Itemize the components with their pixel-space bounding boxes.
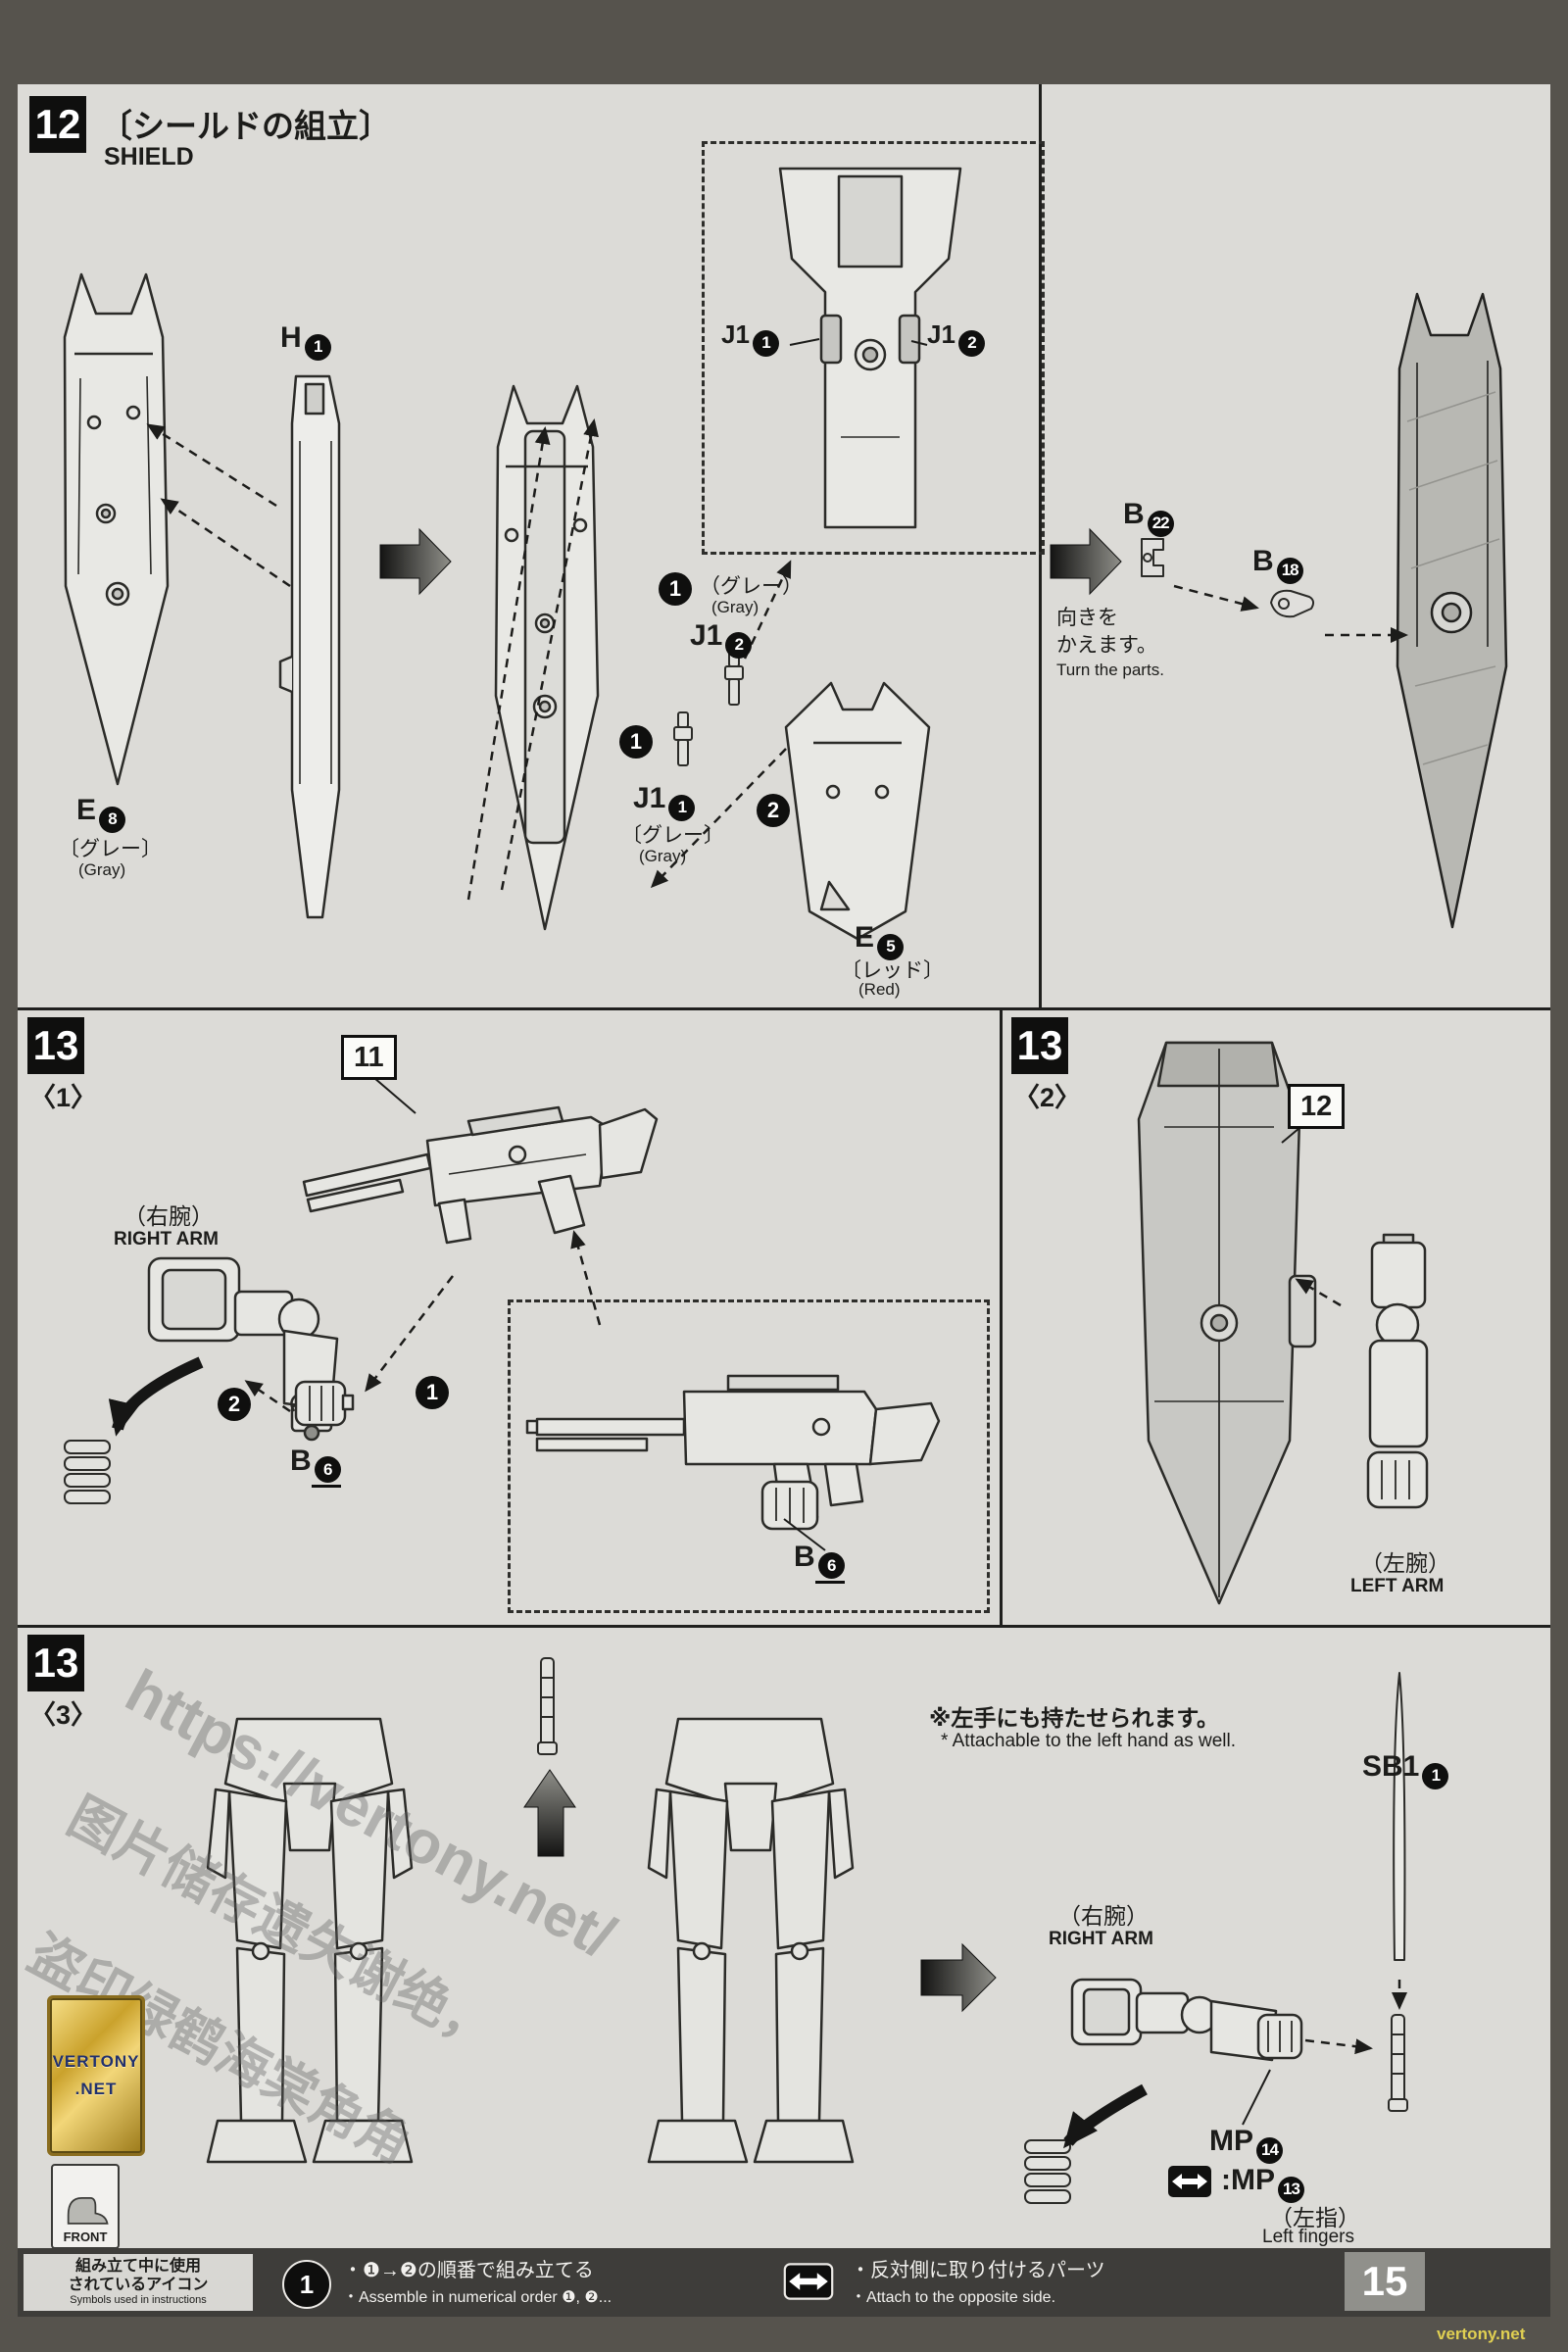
legend-item1-jp: ・❶→❷の順番で組み立てる — [343, 2260, 594, 2281]
foot-icon — [67, 2197, 109, 2225]
note-left-hand-jp: ※左手にも持たせられます。 — [929, 1705, 1220, 1731]
spare-fingers-part-illustration — [64, 1440, 111, 1504]
legs-illustration-left — [206, 1717, 414, 2164]
legend-item2-en: ・Attach to the opposite side. — [851, 2289, 1056, 2306]
legend-title-box: 組み立て中に使用 されているアイコン Symbols used in instr… — [24, 2254, 253, 2311]
front-indicator: FRONT — [51, 2164, 120, 2249]
closeup-detail-box — [702, 141, 1045, 555]
step-12-title-en: SHIELD — [104, 143, 194, 171]
left-arm-label-jp: （左腕） — [1360, 1550, 1450, 1576]
color-note-e5-en: (Red) — [858, 980, 901, 999]
page-number: 15 — [1345, 2252, 1425, 2311]
fist-hand-part-illustration — [290, 1380, 355, 1427]
turn-parts-jp-2: かえます。 — [1056, 634, 1157, 657]
peg-part-j1-2-illustration — [724, 651, 744, 706]
panel-divider-vertical-2 — [1000, 1007, 1003, 1625]
step-12-number: 12 — [29, 96, 86, 153]
left-arm-illustration — [1366, 1233, 1429, 1509]
legend-item2-jp: ・反対側に取り付けるパーツ — [851, 2260, 1105, 2281]
color-note-j1-1-en: (Gray) — [639, 847, 687, 865]
color-note-j1-2-jp: （グレー） — [700, 575, 803, 598]
saber-handle-illustration — [537, 1657, 558, 1755]
shield-front-illustration — [1137, 1041, 1317, 1605]
turn-parts-en: Turn the parts. — [1056, 661, 1164, 679]
shield-top-closeup-illustration — [778, 167, 962, 529]
right-arm-label-en: RIGHT ARM — [114, 1229, 219, 1250]
callout-2-badge: 2 — [757, 794, 790, 827]
shield-finished-illustration — [1396, 292, 1508, 929]
callout-1-badge-second: 1 — [619, 725, 653, 759]
shield-lower-part-illustration — [784, 681, 931, 941]
legend-title-jp-2: されているアイコン — [68, 2276, 209, 2293]
left-fingers-label-en: Left fingers — [1262, 2227, 1354, 2247]
opposite-side-icon — [1168, 2166, 1211, 2197]
step-13-2-number: 13 — [1011, 1017, 1068, 1074]
note-left-hand-en: * Attachable to the left hand as well. — [941, 1731, 1237, 1751]
step-13-3-sub: 〈3〉 — [29, 1700, 98, 1730]
step-13-1-sub: 〈1〉 — [29, 1083, 98, 1112]
legend-item1-en: ・Assemble in numerical order ❶, ❷... — [343, 2289, 612, 2306]
callout-1-badge-rifle: 1 — [416, 1376, 449, 1409]
legend-title-jp-1: 組み立て中に使用 — [74, 2258, 201, 2276]
held-gun-detail-box — [508, 1299, 990, 1613]
legend-opposite-side-icon — [783, 2263, 834, 2300]
color-note-e8-en: (Gray) — [78, 860, 126, 879]
shield-back-part-illustration — [63, 272, 170, 786]
left-fingers-label-jp: （左指） — [1270, 2205, 1360, 2230]
shield-assembled-back-illustration — [494, 384, 600, 931]
step-12-title-jp: 〔シールドの組立〕 — [100, 108, 391, 144]
peg-part-j1-1-illustration — [673, 711, 693, 766]
step-13-3-number: 13 — [27, 1635, 84, 1691]
saber-handle-in-hand-illustration — [1388, 2014, 1408, 2112]
color-note-j1-2-en: (Gray) — [711, 598, 760, 616]
right-arm-label-jp-2: （右腕） — [1058, 1903, 1149, 1929]
panel-divider-vertical-1 — [1039, 84, 1042, 1007]
right-arm-holding-illustration — [1070, 1978, 1303, 2062]
legend-title-en: Symbols used in instructions — [70, 2294, 207, 2307]
logo-text-bottom: .NET — [74, 2080, 118, 2098]
color-note-j1-1-jp: 〔グレー〕 — [621, 824, 724, 847]
beam-rifle-illustration — [302, 1105, 659, 1245]
part-number-box-12: 12 — [1288, 1084, 1346, 1129]
grip-part-b18-illustration — [1270, 589, 1315, 618]
right-arm-label-jp: （右腕） — [123, 1203, 214, 1229]
part-number-box-11: 11 — [341, 1035, 397, 1080]
site-credit: vertony.net — [1437, 2325, 1526, 2343]
step-13-1-number: 13 — [27, 1017, 84, 1074]
right-arm-label-en-2: RIGHT ARM — [1049, 1929, 1153, 1949]
color-note-e8-jp: 〔グレー〕 — [59, 838, 162, 860]
spare-left-fingers-part-illustration — [1024, 2139, 1071, 2204]
vertony-gold-logo: VERTONY .NET — [47, 1995, 145, 2156]
turn-parts-jp-1: 向きを — [1056, 607, 1118, 629]
shield-frame-part-illustration — [278, 374, 341, 919]
panel-divider-horizontal-2 — [18, 1625, 1550, 1628]
callout-2-badge-arm: 2 — [218, 1388, 251, 1421]
color-note-e5-jp: 〔レッド〕 — [841, 959, 944, 982]
legs-illustration-right — [647, 1717, 855, 2164]
panel-divider-horizontal-1 — [18, 1007, 1550, 1010]
beam-blade-part-illustration — [1393, 1672, 1406, 1961]
left-arm-label-en: LEFT ARM — [1350, 1576, 1445, 1596]
logo-text-top: VERTONY — [52, 2052, 140, 2071]
legend-number-icon: 1 — [282, 2260, 331, 2309]
callout-1-badge: 1 — [659, 572, 692, 606]
step-13-2-sub: 〈2〉 — [1013, 1083, 1082, 1112]
front-label: FRONT — [63, 2230, 108, 2244]
gun-held-by-hand-illustration — [525, 1374, 941, 1531]
clip-part-b22-illustration — [1141, 538, 1164, 577]
